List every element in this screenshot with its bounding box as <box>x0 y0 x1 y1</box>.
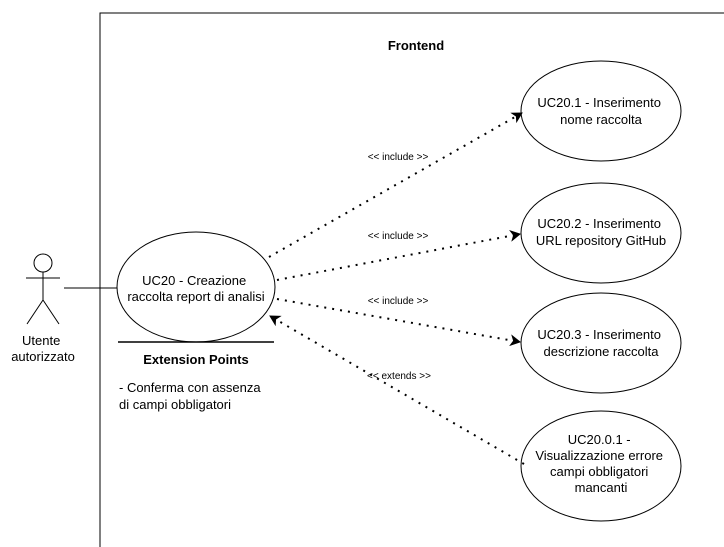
extend-label: << extends >> <box>367 371 431 382</box>
include-arrow-3 <box>276 298 521 347</box>
extension-point-item: - Conferma con assenza di campi obbligat… <box>119 380 264 412</box>
include-label-1: << include >> <box>368 152 429 163</box>
use-case-20-1-label: UC20.1 - Inserimento nome raccolta <box>537 95 664 127</box>
actor-label: Utente autorizzato <box>11 333 75 364</box>
use-case-20-2-label: UC20.2 - Inserimento URL repository GitH… <box>536 216 666 248</box>
use-case-20-3-label: UC20.3 - Inserimento descrizione raccolt… <box>537 327 664 359</box>
use-case-20-1 <box>520 60 682 162</box>
use-case-20-3 <box>520 292 682 394</box>
system-title: Frontend <box>388 38 444 53</box>
include-arrow-2 <box>276 229 521 281</box>
include-arrow-1 <box>268 112 523 258</box>
use-case-20-2 <box>520 182 682 284</box>
actor-figure <box>26 253 60 325</box>
include-label-3: << include >> <box>368 296 429 307</box>
use-case-20-0-1 <box>520 410 682 522</box>
system-boundary <box>99 12 724 547</box>
use-case-20-0-1-label: UC20.0.1 - Visualizzazione errore campi … <box>535 432 666 495</box>
extend-arrow <box>269 315 525 465</box>
extension-points-title: Extension Points <box>143 352 248 367</box>
use-case-main-label: UC20 - Creazione raccolta report di anal… <box>127 273 264 304</box>
include-label-2: << include >> <box>368 231 429 242</box>
